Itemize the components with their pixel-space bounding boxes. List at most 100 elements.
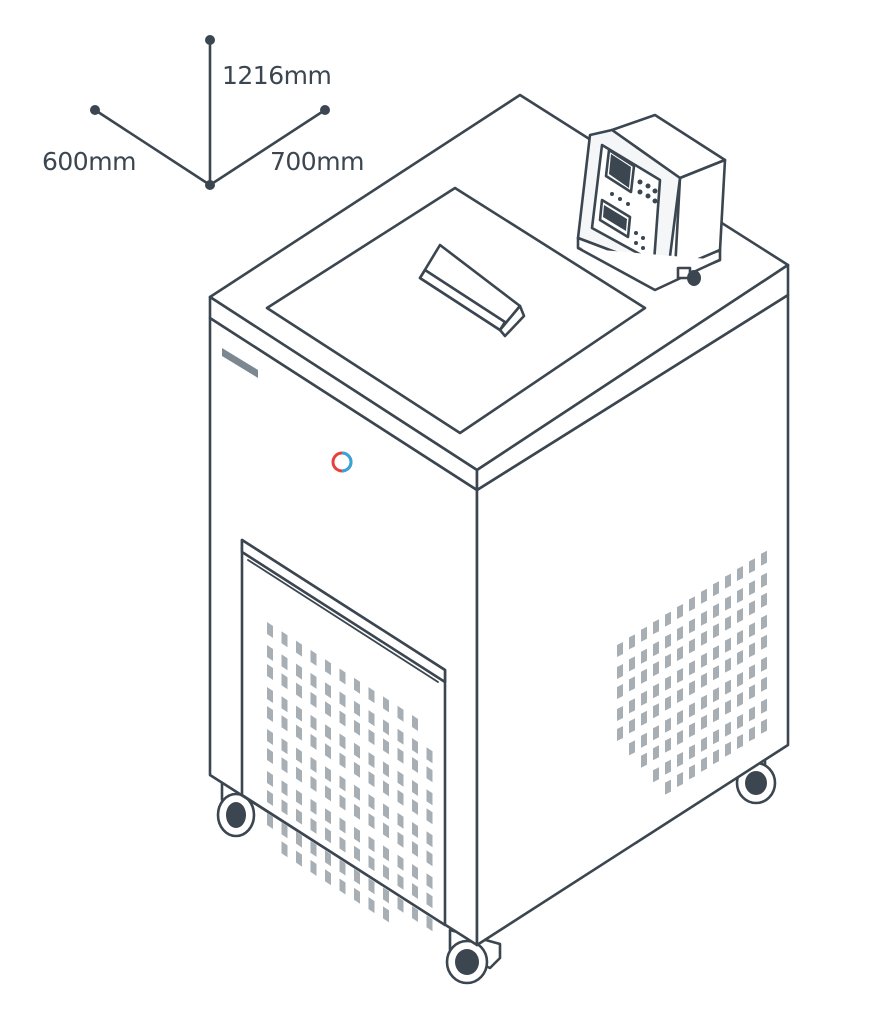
vent-slot: [412, 822, 418, 838]
vent-slot: [677, 772, 683, 787]
vent-slot: [701, 588, 707, 604]
vent-slot: [325, 724, 331, 741]
vent-slot: [281, 631, 288, 648]
vent-slot: [749, 642, 755, 658]
vent-slot: [354, 742, 360, 759]
vent-slot: [383, 906, 389, 923]
vent-slot: [761, 718, 767, 734]
vent-slot: [354, 887, 360, 904]
vent-slot: [354, 700, 360, 717]
vent-slot: [267, 771, 273, 787]
vent-slot: [677, 688, 683, 703]
vent-slot: [737, 650, 743, 665]
vent-slot: [339, 836, 346, 853]
vent-slot: [281, 780, 288, 797]
vent-slot: [653, 725, 659, 741]
vent-slot: [677, 752, 683, 767]
vent-slot: [354, 826, 360, 843]
control-buttons[interactable]: [610, 179, 658, 207]
vent-slot: [412, 883, 418, 899]
vent-slot: [426, 808, 433, 825]
vent-slot: [354, 845, 360, 862]
front-grille-panel: [240, 538, 447, 932]
vent-slot: [665, 653, 671, 669]
vent-slot: [761, 656, 767, 672]
vent-slot: [737, 672, 743, 687]
vent-slot: [761, 634, 767, 650]
vent-slot: [310, 775, 317, 792]
vent-slot: [339, 733, 346, 750]
vent-slot: [689, 596, 695, 612]
vent-slot: [339, 817, 346, 834]
vent-slot: [617, 684, 623, 699]
vent-slot: [713, 665, 719, 681]
vent-slot: [701, 630, 707, 646]
vent-slot: [267, 645, 273, 661]
width-dimension-label: 600mm: [42, 147, 136, 176]
vent-slot: [412, 799, 418, 815]
vent-slot: [641, 668, 647, 684]
vent-slot: [665, 759, 671, 775]
vent-slot: [653, 661, 659, 677]
vent-slot: [281, 654, 288, 671]
vent-slot: [665, 695, 671, 711]
vent-slot: [713, 707, 719, 723]
vent-slot: [426, 789, 433, 806]
vent-slot: [397, 770, 404, 787]
vent-slot: [397, 812, 404, 829]
vent-slot: [325, 785, 331, 802]
vent-slot: [339, 668, 346, 685]
vent-slot: [296, 705, 302, 722]
vent-slot: [689, 722, 695, 738]
vent-slot: [339, 878, 346, 895]
vent-slot: [383, 738, 389, 755]
vent-slot: [689, 744, 695, 760]
vent-slot: [725, 699, 731, 715]
vent-slot: [677, 626, 683, 641]
vent-slot: [426, 850, 433, 867]
vent-slot: [310, 859, 317, 876]
vent-slot: [368, 836, 375, 853]
vent-slot: [761, 676, 767, 692]
vent-slot: [665, 779, 671, 795]
vent-slot: [701, 672, 707, 688]
vent-slot: [339, 691, 346, 708]
vent-slot: [368, 855, 375, 872]
vent-slot: [383, 696, 389, 713]
vent-slot: [397, 789, 404, 806]
vent-slot: [665, 717, 671, 733]
vent-slot: [641, 732, 647, 748]
vent-slot: [749, 664, 755, 680]
vent-slot: [737, 630, 743, 645]
vent-slot: [426, 747, 433, 764]
control-knob[interactable]: [676, 266, 701, 286]
vent-slot: [665, 675, 671, 691]
vent-slot: [737, 714, 743, 729]
vent-slot: [749, 580, 755, 596]
vent-slot: [325, 743, 331, 760]
vent-slot: [617, 642, 623, 657]
vent-slot: [617, 726, 623, 741]
vent-slot: [713, 581, 719, 597]
vent-slot: [383, 887, 389, 904]
vent-slot: [761, 592, 767, 608]
vent-slot: [713, 645, 719, 661]
vent-slot: [368, 813, 375, 830]
vent-slot: [281, 673, 288, 690]
vent-slot: [368, 771, 375, 788]
vent-slot: [653, 619, 659, 635]
vent-slot: [281, 715, 288, 732]
vent-slot: [412, 757, 418, 773]
vent-slot: [310, 817, 317, 834]
vent-slot: [617, 664, 623, 679]
vent-slot: [281, 841, 288, 858]
vent-slot: [354, 761, 360, 778]
vent-slot: [267, 687, 273, 703]
lid-handle[interactable]: [418, 243, 526, 338]
vent-slot: [412, 864, 418, 880]
vent-slot: [368, 687, 375, 704]
vent-slot: [725, 615, 731, 631]
vent-slot: [397, 873, 404, 890]
vent-slot: [725, 573, 731, 589]
vent-slot: [325, 701, 331, 718]
